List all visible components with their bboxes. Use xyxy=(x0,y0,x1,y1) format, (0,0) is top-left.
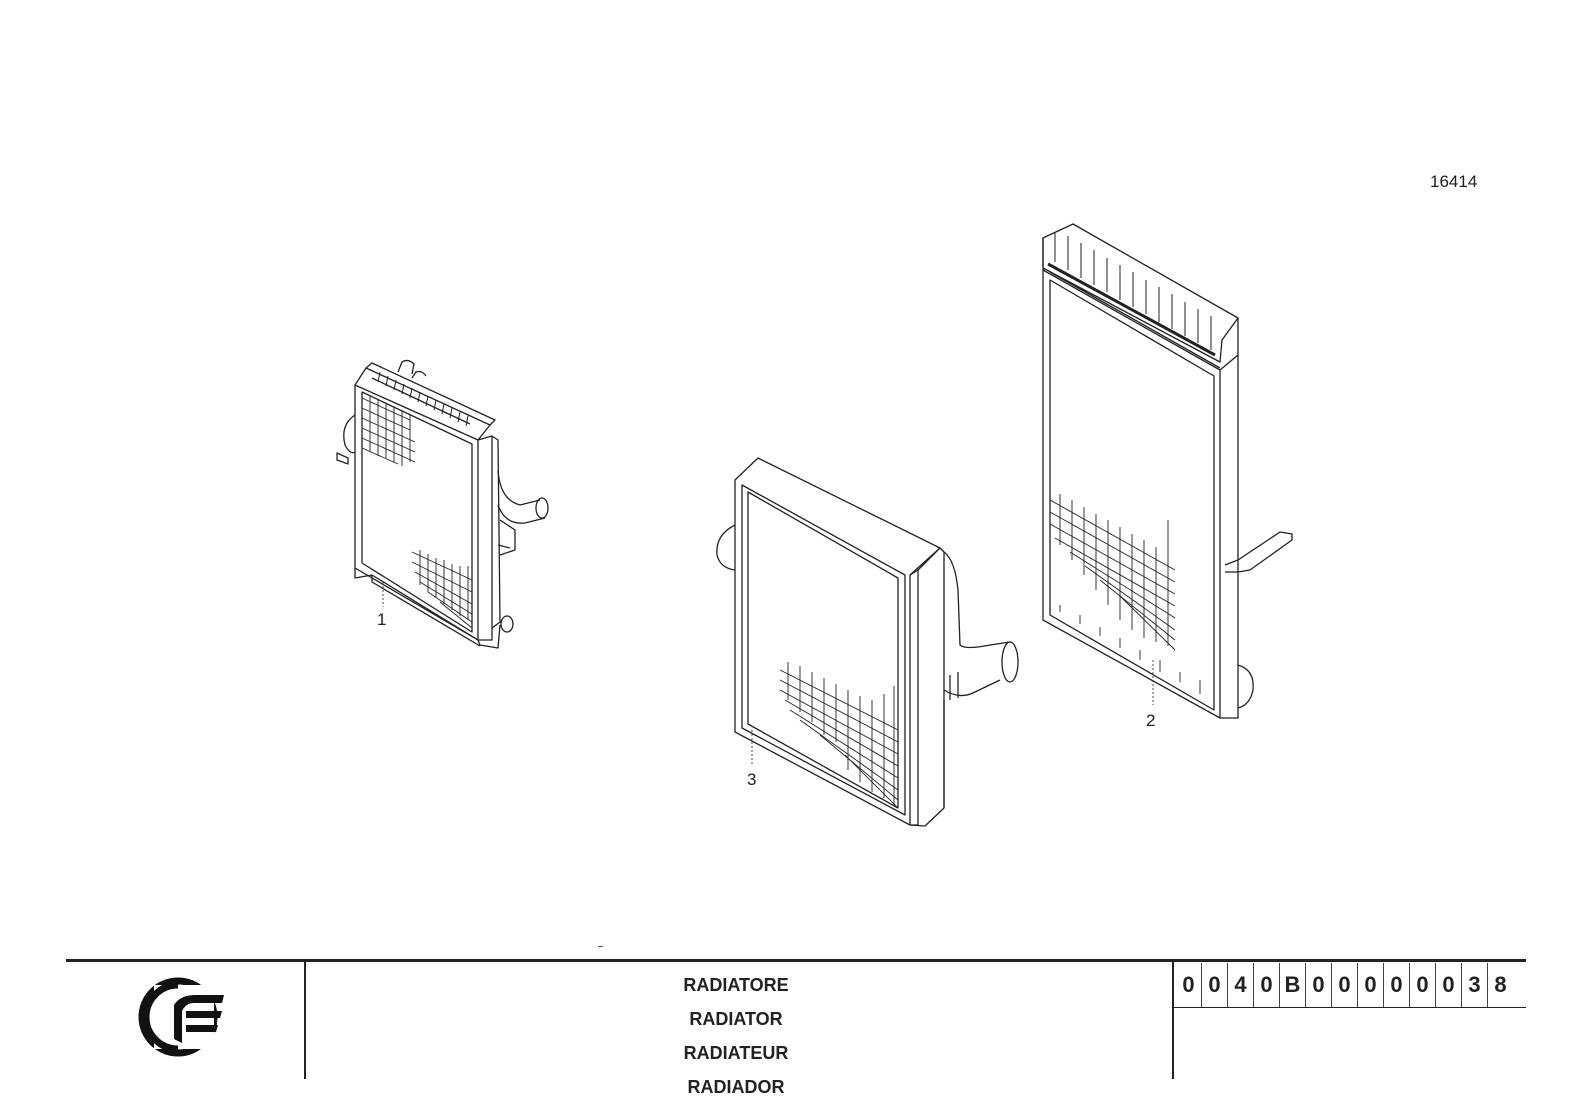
title-block: RADIATORE RADIATOR RADIATEUR RADIADOR 0 … xyxy=(66,959,1526,1109)
part-title-list: RADIATORE RADIATOR RADIATEUR RADIADOR xyxy=(306,971,1166,1107)
company-logo xyxy=(138,977,224,1057)
callout-3: 3 xyxy=(747,770,757,789)
code-char: 4 xyxy=(1227,963,1253,1007)
code-char: 0 xyxy=(1357,963,1383,1007)
radiator-part-3 xyxy=(716,457,1019,827)
radiator-part-1 xyxy=(336,359,549,649)
code-char: 0 xyxy=(1305,963,1331,1007)
title-italian: RADIATORE xyxy=(683,975,789,995)
callout-2: 2 xyxy=(1146,711,1156,730)
title-french: RADIATEUR xyxy=(683,1043,789,1063)
title-english: RADIATOR xyxy=(689,1009,783,1029)
code-char: 3 xyxy=(1461,963,1487,1007)
code-underline xyxy=(1174,1007,1526,1008)
code-char: 0 xyxy=(1182,972,1195,997)
radiator-part-2 xyxy=(1042,223,1293,719)
code-char: B xyxy=(1279,963,1305,1007)
drawing-code: 0 0 4 0 B 0 0 0 0 0 0 3 8 xyxy=(1176,963,1513,1007)
callout-1: 1 xyxy=(377,610,387,629)
drawing-reference-number: 16414 xyxy=(1430,172,1478,191)
code-char: 0 xyxy=(1383,963,1409,1007)
code-char: 0 xyxy=(1331,963,1357,1007)
title-block-separator-left xyxy=(304,961,306,1079)
code-char: 8 xyxy=(1487,963,1513,1007)
title-block-separator-right xyxy=(1172,961,1174,1079)
code-char: 0 xyxy=(1435,963,1461,1007)
code-char: 0 xyxy=(1409,963,1435,1007)
code-char: 0 xyxy=(1253,963,1279,1007)
title-block-top-rule xyxy=(66,959,1526,962)
title-spanish: RADIADOR xyxy=(687,1077,785,1097)
code-char: 0 xyxy=(1201,963,1227,1007)
divider-mark xyxy=(598,946,603,947)
